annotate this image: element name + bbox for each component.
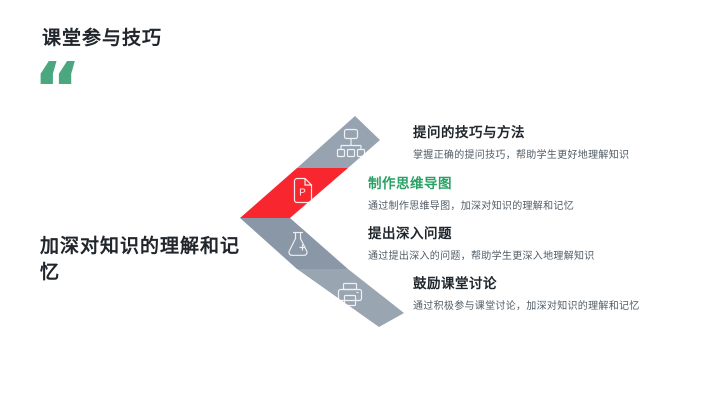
item-4-description: 通过积极参与课堂讨论，加深对知识的理解和记忆 <box>413 301 640 312</box>
item-2-description: 通过制作思维导图，加深对知识的理解和记忆 <box>368 201 574 212</box>
chevron-segment-4 <box>297 269 404 327</box>
quote-icon: “ <box>33 47 82 133</box>
item-3-description: 通过提出深入的问题，帮助学生更深入地理解知识 <box>368 251 595 262</box>
sitemap-icon <box>336 128 366 158</box>
printer-icon <box>337 282 363 307</box>
document-icon: P <box>293 177 313 204</box>
chevron-segment-1 <box>297 116 380 168</box>
chevron-segment-3 <box>240 218 348 269</box>
item-2-title: 制作思维导图 <box>368 176 452 191</box>
document-icon-letter: P <box>299 188 306 199</box>
list-item-3: 提出深入问题 通过提出深入的问题，帮助学生更深入地理解知识 <box>368 222 595 262</box>
page-title: 课堂参与技巧 <box>42 28 163 49</box>
item-1-description: 掌握正确的提问技巧，帮助学生更好地理解知识 <box>413 150 630 161</box>
list-item-2: 制作思维导图 通过制作思维导图，加深对知识的理解和记忆 <box>368 172 574 212</box>
item-3-title: 提出深入问题 <box>368 226 452 241</box>
item-4-title: 鼓励课堂讨论 <box>413 276 497 291</box>
slide-subtitle: 加深对知识的理解和记忆 <box>40 236 241 283</box>
list-item-4: 鼓励课堂讨论 通过积极参与课堂讨论，加深对知识的理解和记忆 <box>413 272 640 312</box>
list-item-1: 提问的技巧与方法 掌握正确的提问技巧，帮助学生更好地理解知识 <box>413 121 629 161</box>
flask-icon <box>288 231 308 256</box>
item-1-title: 提问的技巧与方法 <box>413 125 525 140</box>
